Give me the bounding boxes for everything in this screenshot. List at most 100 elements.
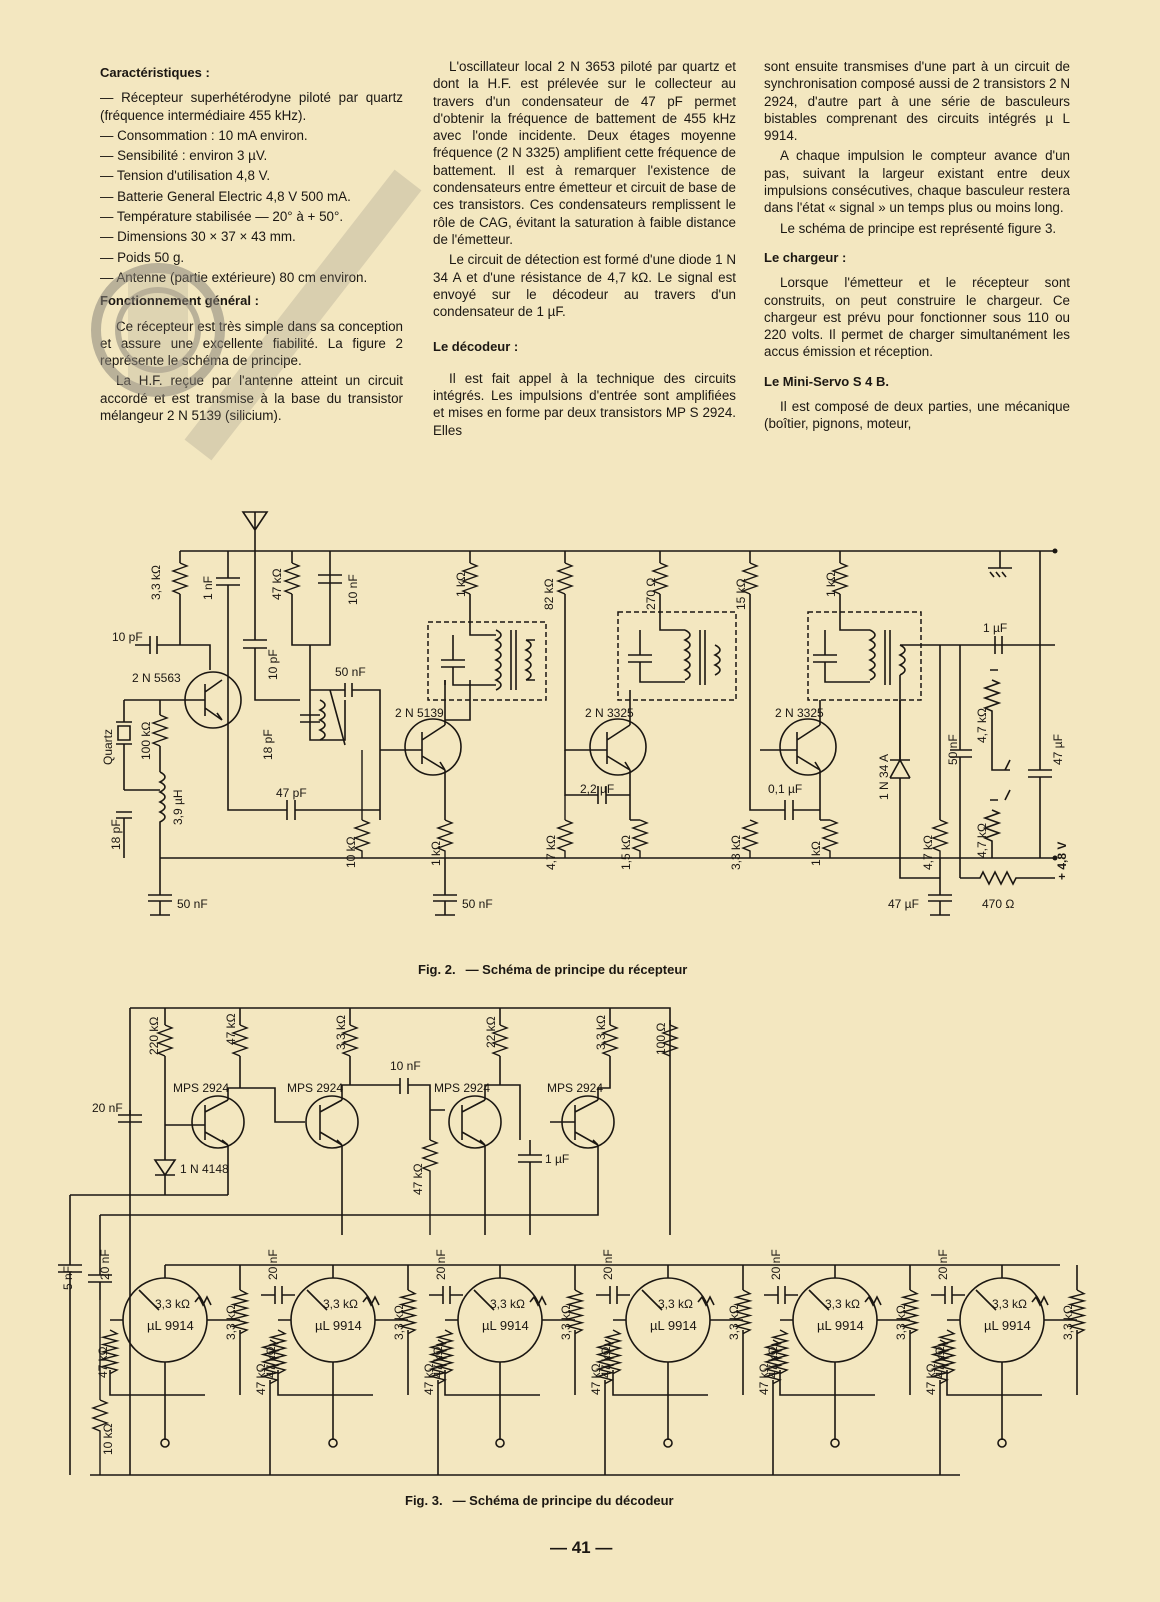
label: 100 Ω	[654, 1023, 668, 1055]
ic-label: µL 9914	[315, 1318, 362, 1333]
stage-resistor-label: 47 kΩ	[264, 1346, 278, 1378]
label: 3,3 kΩ	[149, 565, 163, 600]
output-terminal	[328, 1438, 338, 1448]
paragraph: Il est composé de deux parties, une méca…	[764, 399, 1070, 432]
stage-resistor-label: 3,3 kΩ	[894, 1305, 908, 1340]
label: 3,3 kΩ	[334, 1015, 348, 1050]
label: 10 kΩ	[101, 1423, 115, 1455]
stage-resistor-label: 47 kΩ	[599, 1346, 613, 1378]
figure-number: Fig. 2.	[418, 962, 456, 977]
paragraph: Lorsque l'émetteur et le récepteur sont …	[764, 275, 1070, 360]
label: 2,2 µF	[580, 782, 614, 796]
ic-label: µL 9914	[817, 1318, 864, 1333]
spec-item: — Antenne (partie extérieure) 80 cm envi…	[100, 269, 368, 285]
paragraph: sont ensuite transmises d'une part à un …	[764, 59, 1070, 144]
figure-3-caption: Fig. 3. — Schéma de principe du décodeur	[405, 1493, 674, 1508]
label: 4,7 kΩ	[544, 835, 558, 870]
figure-2-caption: Fig. 2.— Schéma de principe du récepteur	[418, 962, 687, 977]
label: 1 N 4148	[180, 1162, 229, 1176]
label: 4,7 kΩ	[921, 835, 935, 870]
label: 20 nF	[98, 1249, 112, 1280]
label: 22 kΩ	[484, 1016, 498, 1048]
label: 1 N 34 A	[877, 754, 891, 800]
output-terminal	[663, 1438, 673, 1448]
stage-resistor-label: 47 kΩ	[757, 1363, 771, 1395]
label: 50 nF	[177, 897, 208, 911]
label: 100 kΩ	[139, 722, 153, 760]
ic-label: µL 9914	[984, 1318, 1031, 1333]
ic-resistor-label: 3,3 kΩ	[323, 1297, 358, 1311]
paragraph: L'oscillateur local 2 N 3653 piloté par …	[433, 59, 736, 247]
label: 2 N 5139	[395, 706, 444, 720]
stage-resistor-label: 3,3 kΩ	[1061, 1305, 1075, 1340]
label: 1 kΩ	[429, 841, 443, 866]
paragraph: Ce récepteur est très simple dans sa con…	[100, 318, 403, 369]
ic-resistor-label: 3,3 kΩ	[825, 1297, 860, 1311]
label: 1 kΩ	[809, 841, 823, 866]
spec-item: — Température stabilisée — 20° à + 50°.	[100, 209, 344, 225]
output-terminal	[830, 1438, 840, 1448]
spec-item: — Batterie General Electric 4,8 V 500 mA…	[100, 188, 351, 204]
label: 470 Ω	[982, 897, 1014, 911]
label: 1 kΩ	[454, 572, 468, 597]
schematic-fig2: 3,3 kΩ 1 nF 47 kΩ 10 nF 10 pF 10 pF 2 N …	[101, 511, 1069, 916]
label: 0,1 µF	[768, 782, 802, 796]
ic-resistor-label: 3,3 kΩ	[658, 1297, 693, 1311]
heading-caracteristiques: Caractéristiques :	[100, 65, 210, 80]
caption-text: — Schéma de principe du décodeur	[452, 1493, 674, 1508]
label: MPS 2924	[547, 1081, 603, 1095]
label: 3,3 kΩ	[729, 835, 743, 870]
label: 2 N 3325	[775, 706, 824, 720]
stage-capacitor-label: 20 nF	[769, 1249, 783, 1280]
stage-resistor-label: 47 kΩ	[933, 1346, 947, 1378]
label: 1 nF	[201, 576, 215, 600]
label: 2 N 3325	[585, 706, 634, 720]
label: 47 kΩ	[270, 568, 284, 600]
paragraph: Il est fait appel à la technique des cir…	[433, 370, 736, 438]
label: 47 µF	[1051, 734, 1065, 765]
label: 1 µF	[545, 1152, 569, 1166]
column-3: sont ensuite transmises d'une part à un …	[764, 58, 1070, 436]
label: MPS 2924	[287, 1081, 343, 1095]
spec-item: — Poids 50 g.	[100, 249, 185, 265]
label: 20 nF	[92, 1101, 123, 1115]
spec-item: — Sensibilité : environ 3 µV.	[100, 148, 268, 164]
stage-capacitor-label: 20 nF	[434, 1249, 448, 1280]
ic-resistor-label: 3,3 kΩ	[155, 1297, 190, 1311]
ic-label: µL 9914	[650, 1318, 697, 1333]
paragraph: A chaque impulsion le compteur avance d'…	[764, 148, 1070, 216]
stage-resistor-label: 3,3 kΩ	[559, 1305, 573, 1340]
output-terminal	[495, 1438, 505, 1448]
stage-capacitor-label: 20 nF	[266, 1249, 280, 1280]
label: 270 Ω	[644, 578, 658, 610]
heading-chargeur: Le chargeur :	[764, 249, 847, 265]
label: 47 µF	[888, 897, 919, 911]
label: MPS 2924	[173, 1081, 229, 1095]
schematic-fig3: 3,3 kΩ µL 9914 47 kΩ 3,3 kΩ 20 nF 47 kΩ 3,3 kΩ…	[58, 1007, 1087, 1476]
stage-resistor-label: 3,3 kΩ	[224, 1305, 238, 1340]
label: + 4,8 V	[1055, 842, 1069, 880]
label: 47 pF	[276, 786, 307, 800]
stage-resistor-label: 3,3 kΩ	[727, 1305, 741, 1340]
label: 5 nF	[61, 1266, 75, 1290]
label: 10 kΩ	[344, 836, 358, 868]
label: 18 pF	[109, 819, 123, 850]
label: 3,3 kΩ	[594, 1015, 608, 1050]
label: 15 kΩ	[734, 578, 748, 610]
ic-resistor-label: 3,3 kΩ	[992, 1297, 1027, 1311]
label: 220 kΩ	[147, 1017, 161, 1055]
label: 1,5 kΩ	[619, 835, 633, 870]
stage-resistor-label: 47 kΩ	[431, 1346, 445, 1378]
stage-resistor-label: 47 kΩ	[422, 1363, 436, 1395]
spec-item: — Tension d'utilisation 4,8 V.	[100, 168, 271, 184]
label: MPS 2924	[434, 1081, 490, 1095]
label: 3,9 µH	[171, 789, 185, 825]
spec-item: — Dimensions 30 × 37 × 43 mm.	[100, 229, 296, 245]
label: 10 pF	[112, 630, 143, 644]
output-terminal	[997, 1438, 1007, 1448]
heading-mini-servo: Le Mini-Servo S 4 B.	[764, 373, 889, 389]
output-terminal	[160, 1438, 170, 1448]
paragraph: Le circuit de détection est formé d'une …	[433, 252, 736, 320]
figure-number: Fig. 3.	[405, 1493, 443, 1508]
label: 4,7 kΩ	[975, 823, 989, 858]
